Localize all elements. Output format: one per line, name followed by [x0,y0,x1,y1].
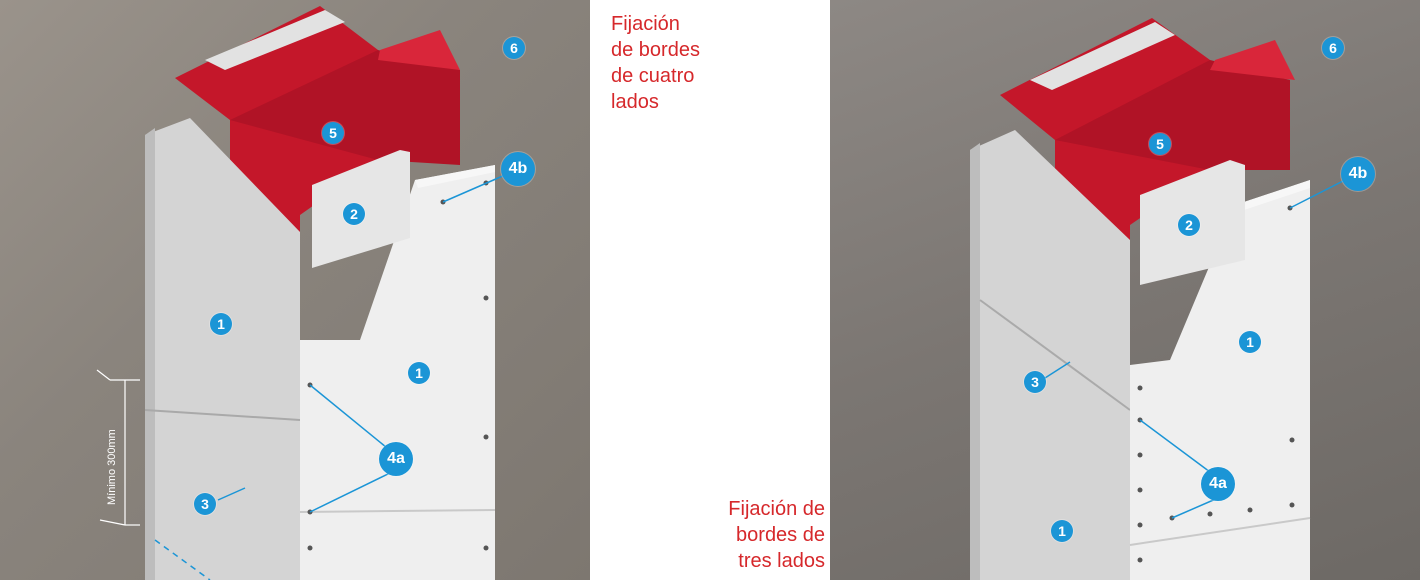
caption-line: de cuatro [611,65,695,87]
caption-line: de bordes [611,39,700,61]
marker-6: 6 [1322,37,1344,59]
caption-three-sided-fixing: Fijación de bordes de tres lados [680,496,825,574]
caption-line: bordes de [736,524,825,546]
marker-1-front-face: 1 [1239,331,1261,353]
marker-5: 5 [1149,133,1171,155]
caption-line: lados [611,91,659,113]
marker-3: 3 [1024,371,1046,393]
three-sided-fixing-illustration: 6 5 4b 2 1 3 4a 1 [830,0,1420,580]
marker-2: 2 [343,203,365,225]
marker-3: 3 [194,493,216,515]
leader-lines [217,174,506,513]
marker-4a: 4a [1201,467,1235,501]
board-front-top-edge [1235,180,1310,212]
caption-line: Fijación [611,13,680,35]
board-left-face [970,130,1130,580]
marker-6: 6 [503,37,525,59]
column-right-drawing [970,18,1346,580]
dimension-label: Mínimo 300mm [106,429,118,505]
caption-line: tres lados [738,550,825,572]
board-left-face [145,118,300,580]
marker-4b: 4b [501,152,535,186]
column-left-drawing [96,6,506,580]
joint-line-front [1129,517,1311,546]
dimension-lines [96,369,140,526]
marker-1-front-face: 1 [408,362,430,384]
steel-flange-top [1210,40,1295,80]
cap-board-back [205,10,345,70]
joint-line-left [144,409,301,421]
board-left-edge [970,143,980,580]
leader-lines [1044,179,1346,519]
dashed-guide [154,539,211,580]
caption-four-sided-fixing: Fijación de bordes de cuatro lados [611,11,811,115]
marker-4b: 4b [1341,157,1375,191]
board-front-face [300,165,495,580]
steel-flange-top [378,30,460,70]
steel-beam-web [230,50,460,165]
cap-board-back [1030,22,1175,90]
board-left-edge [145,128,155,580]
marker-1-left-face: 1 [210,313,232,335]
marker-4a: 4a [379,442,413,476]
joint-line-left [979,299,1131,411]
board-front-top-edge [415,165,495,188]
joint-line-front [299,509,496,513]
marker-5: 5 [322,122,344,144]
steel-beam-web [1055,60,1290,170]
board-front-face [1130,180,1310,580]
marker-1-left-face: 1 [1051,520,1073,542]
caption-line: Fijación de [728,498,825,520]
four-sided-fixing-illustration: 6 5 4b 2 1 1 4a 3 Mínimo 300mm [0,0,590,580]
marker-2: 2 [1178,214,1200,236]
